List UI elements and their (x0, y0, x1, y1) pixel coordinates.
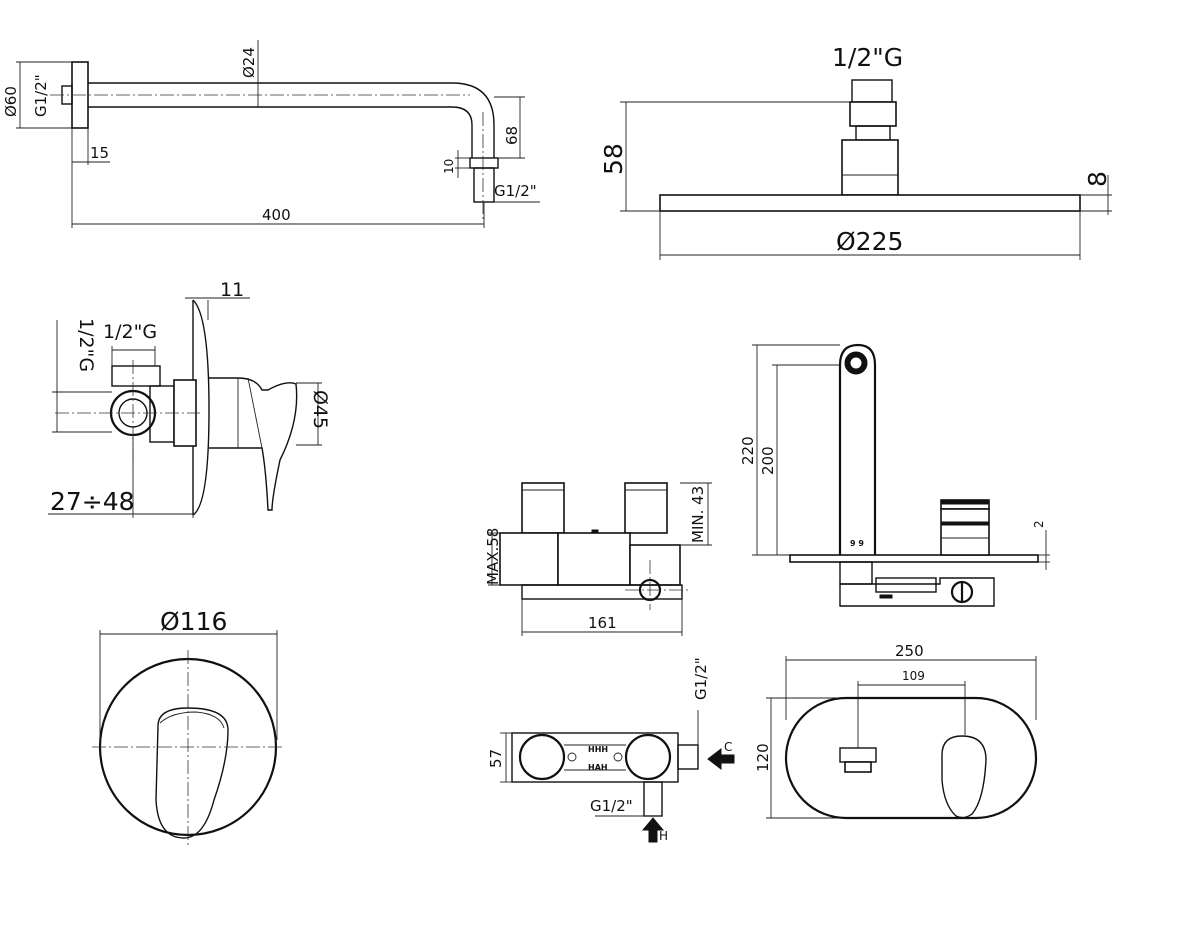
head-diameter-label: Ø225 (836, 227, 903, 256)
plate-height-label: 120 (754, 743, 772, 772)
head-nut (851, 79, 893, 103)
body-top-left-cartridge (518, 733, 566, 781)
plate-width-label: 250 (895, 642, 924, 660)
spout-handle-body (940, 508, 990, 556)
body-top-bottom-thread-label: G1/2" (590, 797, 633, 815)
head-thickness-label: 8 (1083, 171, 1112, 187)
spout-handle-cap-top (940, 499, 990, 505)
mixer-front-handle (155, 707, 229, 839)
body-min-depth-label: MIN. 43 (689, 486, 707, 543)
spout-rear-body (839, 577, 995, 607)
hot-inlet-arrow (641, 817, 665, 843)
cold-inlet-arrow (707, 747, 735, 771)
body-front-mark (591, 529, 599, 534)
head-neck (855, 125, 891, 141)
head-disc (659, 194, 1081, 212)
plate-outline (784, 696, 1038, 820)
cold-inlet-label: C (724, 740, 732, 754)
arm-length-label: 400 (262, 206, 291, 224)
body-front-cartridge-right (624, 482, 668, 534)
mixer-handle (209, 377, 298, 511)
arm-tube-dia-label: Ø24 (240, 47, 258, 78)
shower-arm-view: Ø60 G1/2" Ø24 15 68 10 G1/2" 400 (2, 40, 540, 228)
arm-flange-dia-label: Ø60 (2, 86, 20, 117)
head-body (841, 139, 899, 196)
body-top-view: 57 HHH HAH G1/2" G1/2" C H (487, 657, 735, 843)
mixer-valve-body (149, 385, 175, 443)
hot-inlet-label: H (659, 829, 668, 843)
arm-tube (88, 82, 495, 158)
spout-handle-band (940, 521, 990, 526)
shower-head-view: 1/2"G 58 8 Ø225 (599, 43, 1112, 260)
mixer-front-handle-edge (159, 711, 225, 729)
body-top-height-label: 57 (487, 749, 505, 768)
body-top-mark-top: HHH (588, 745, 608, 754)
body-front-cartridge-left (521, 482, 565, 534)
body-top-outline (511, 732, 679, 783)
spout-side-view: 220 200 9 9 2 (739, 343, 1050, 607)
body-top-right-cartridge (624, 733, 672, 781)
mixer-front-view: Ø116 (92, 607, 285, 845)
body-top-bottom-port (643, 781, 663, 817)
body-width-label: 161 (588, 614, 617, 632)
mixer-wall-depth-label: 27÷48 (50, 487, 135, 516)
body-front-view: MIN. 43 MAX.58 161 (484, 482, 712, 636)
mixer-plate-dia-label: Ø116 (160, 607, 227, 636)
spout-plate-thickness-label: 2 (1032, 520, 1046, 528)
spout-height-total-label: 220 (739, 436, 757, 465)
mixer-side-view: 11 1/2"G 1/2"G Ø45 27÷48 (48, 279, 331, 518)
spout-wall-plate (789, 554, 1039, 563)
body-top-side-thread-label: G1/2" (692, 657, 710, 700)
spout-rear-block (839, 561, 873, 585)
spout-marks: 9 9 (850, 539, 864, 548)
arm-drop-label: 68 (503, 126, 521, 145)
head-collar (849, 101, 897, 127)
mixer-top-connection-label: 1/2"G (103, 321, 157, 343)
plate-spout-outlet (839, 747, 877, 763)
arm-outlet-length-label: 10 (442, 159, 456, 174)
body-front-base (521, 584, 683, 600)
arm-outlet-nipple (473, 167, 495, 203)
plate-front-view: 250 109 120 (754, 642, 1038, 820)
body-max-depth-label: MAX.58 (484, 528, 502, 585)
mixer-offset-label: 11 (220, 279, 244, 301)
plate-spacing-label: 109 (902, 669, 925, 683)
spout-rear-slot (875, 577, 937, 593)
body-front-box-right (629, 544, 681, 586)
body-top-mark-bottom: HAH (588, 763, 608, 772)
body-front-box-left (499, 532, 559, 586)
plate-spout-tip (844, 761, 872, 773)
mixer-handle-dia-label: Ø45 (309, 390, 331, 429)
mixer-top-port (111, 365, 161, 387)
arm-thread-left-label: G1/2" (32, 74, 50, 117)
spout-body (838, 343, 877, 555)
plate-handle (941, 735, 987, 819)
arm-offset-label: 15 (90, 144, 109, 162)
mixer-side-connection-label: 1/2"G (75, 318, 97, 372)
head-height-label: 58 (599, 143, 628, 175)
arm-outlet-collar (469, 157, 499, 169)
spout-height-inner-label: 200 (759, 446, 777, 475)
arm-outlet-thread-label: G1/2" (494, 182, 537, 200)
body-front-box-middle (557, 532, 631, 586)
body-top-side-port (677, 744, 699, 770)
head-connection-label: 1/2"G (832, 43, 903, 72)
